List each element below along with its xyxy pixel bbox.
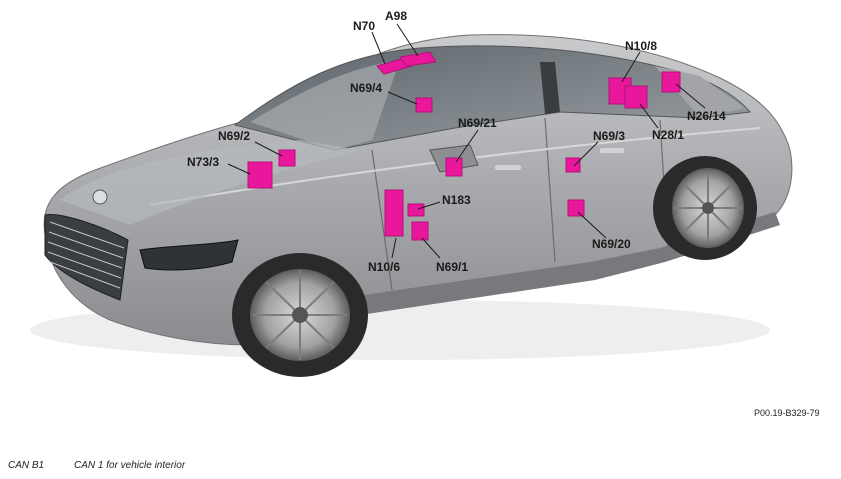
label-n10-8: N10/8 <box>625 39 657 53</box>
control-modules <box>247 51 681 241</box>
label-n183: N183 <box>442 193 471 207</box>
label-n28-1: N28/1 <box>652 128 684 142</box>
module-a98 <box>399 51 437 67</box>
label-n69-21: N69/21 <box>458 116 497 130</box>
legend-description: CAN 1 for vehicle interior <box>74 460 186 471</box>
label-n69-20: N69/20 <box>592 237 631 251</box>
module-n69-2 <box>278 149 296 167</box>
front-wheel <box>232 253 368 377</box>
module-n183 <box>407 203 425 217</box>
label-n10-6: N10/6 <box>368 260 400 274</box>
leader-lines <box>227 23 706 259</box>
label-n70: N70 <box>353 19 375 33</box>
label-n69-2: N69/2 <box>218 129 250 143</box>
label-n69-4: N69/4 <box>350 81 382 95</box>
label-n69-1: N69/1 <box>436 260 468 274</box>
legend-code: CAN B1 <box>8 460 45 471</box>
module-n26-14 <box>661 71 681 93</box>
module-n73-3 <box>247 161 273 189</box>
label-n73-3: N73/3 <box>187 155 219 169</box>
rear-wheel <box>653 156 757 260</box>
module-n69-20 <box>567 199 585 217</box>
module-n69-4 <box>415 97 433 113</box>
label-n69-3: N69/3 <box>593 129 625 143</box>
label-a98: A98 <box>385 9 407 23</box>
label-n26-14: N26/14 <box>687 109 726 123</box>
reference-code: P00.19-B329-79 <box>754 408 820 418</box>
module-n10-6 <box>384 189 404 237</box>
module-n28-1 <box>624 85 648 109</box>
module-n69-3 <box>565 157 581 173</box>
module-n69-21 <box>445 157 463 177</box>
module-n69-1 <box>411 221 429 241</box>
